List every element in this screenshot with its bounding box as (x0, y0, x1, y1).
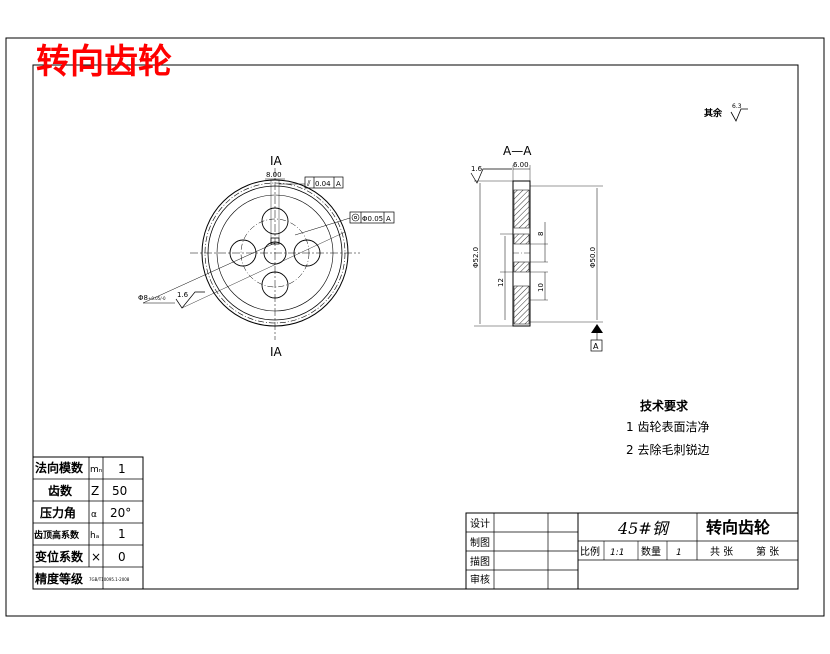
side-roughness: 1.6 (471, 165, 483, 173)
qty-label: 数量 (641, 545, 661, 558)
front-view: IA IA 8.00 ⫽ 0.04 A Φ0.05 A Φ8+0.05/-0 1… (138, 154, 395, 359)
datum-a: A (593, 342, 599, 351)
param-label-4: 齿顶高系数 (34, 529, 80, 541)
param-sym-1: mₙ (90, 465, 103, 475)
param-val-6: 7GB/T10095.1-2008 (89, 577, 130, 582)
param-val-1: 1 (118, 462, 126, 476)
tech-item-2: 2 去除毛刺锐边 (626, 442, 709, 457)
outer-dia: Φ52.0 (472, 247, 480, 268)
tech-heading: 技术要求 (640, 398, 689, 413)
position-value: Φ0.05 (362, 215, 383, 223)
param-sym-2: Z (91, 484, 99, 498)
side-view: A—A 6.00 1.6 Φ52.0 12 8 10 (470, 144, 603, 352)
param-label-6: 精度等级 (35, 571, 83, 586)
front-roughness: 1.6 (177, 291, 189, 299)
role-tracing: 描图 (470, 555, 490, 568)
sheet-no: 第 张 (756, 545, 779, 558)
part-name: 转向齿轮 (706, 518, 770, 537)
section-mark-bottom: IA (270, 345, 283, 359)
title-block: 设计 制图 描图 审核 45#钢 转向齿轮 比例 1:1 数量 1 共 张 第 … (465, 512, 799, 590)
tech-requirements: 技术要求 1 齿轮表面洁净 2 去除毛刺锐边 (626, 398, 709, 457)
param-val-5: 0 (118, 550, 126, 564)
hole-dim: Φ8+0.05/-0 (138, 294, 166, 302)
param-label-5: 变位系数 (35, 549, 84, 564)
param-label-1: 法向模数 (35, 460, 84, 475)
position-datum: A (386, 215, 391, 223)
outer-frame (5, 37, 825, 617)
inner-frame (32, 64, 799, 590)
role-drafting: 制图 (470, 536, 490, 549)
param-sym-3: α (91, 510, 97, 520)
material: 45#钢 (617, 519, 670, 538)
param-label-2: 齿数 (48, 483, 73, 498)
param-sym-5: × (91, 550, 101, 564)
param-table: 法向模数 mₙ 1 齿数 Z 50 压力角 α 20° 齿顶高系数 hₐ 1 变… (32, 456, 144, 590)
dim-12: 12 (497, 278, 505, 287)
side-width: 6.00 (513, 161, 529, 169)
param-val-3: 20° (110, 506, 131, 520)
section-label: A—A (503, 144, 532, 158)
scale-label: 比例 (580, 545, 600, 558)
tech-item-1: 1 齿轮表面洁净 (626, 420, 709, 434)
root-dia: Φ50.0 (589, 247, 597, 268)
role-review: 审核 (470, 573, 490, 586)
roughness-other: 其余 6.3 (704, 103, 748, 122)
param-val-4: 1 (118, 527, 126, 541)
dim-key-width: 8.00 (266, 171, 282, 179)
tol-value: 0.04 (315, 180, 331, 188)
role-design: 设计 (470, 517, 490, 530)
tol-datum: A (336, 180, 341, 188)
param-val-2: 50 (112, 484, 127, 498)
roughness-other-value: 6.3 (732, 103, 742, 110)
roughness-other-label: 其余 (704, 107, 723, 119)
section-mark-top: IA (270, 154, 283, 168)
dim-10: 10 (537, 283, 545, 292)
page-title: 转向齿轮 (36, 42, 172, 82)
qty-value: 1 (676, 548, 682, 558)
scale-value: 1:1 (610, 548, 624, 558)
total-sheets: 共 张 (710, 546, 733, 558)
param-label-3: 压力角 (40, 505, 76, 520)
dim-bore: 8 (537, 232, 545, 236)
tol-symbol: ⫽ (306, 179, 311, 188)
param-sym-4: hₐ (90, 531, 99, 541)
